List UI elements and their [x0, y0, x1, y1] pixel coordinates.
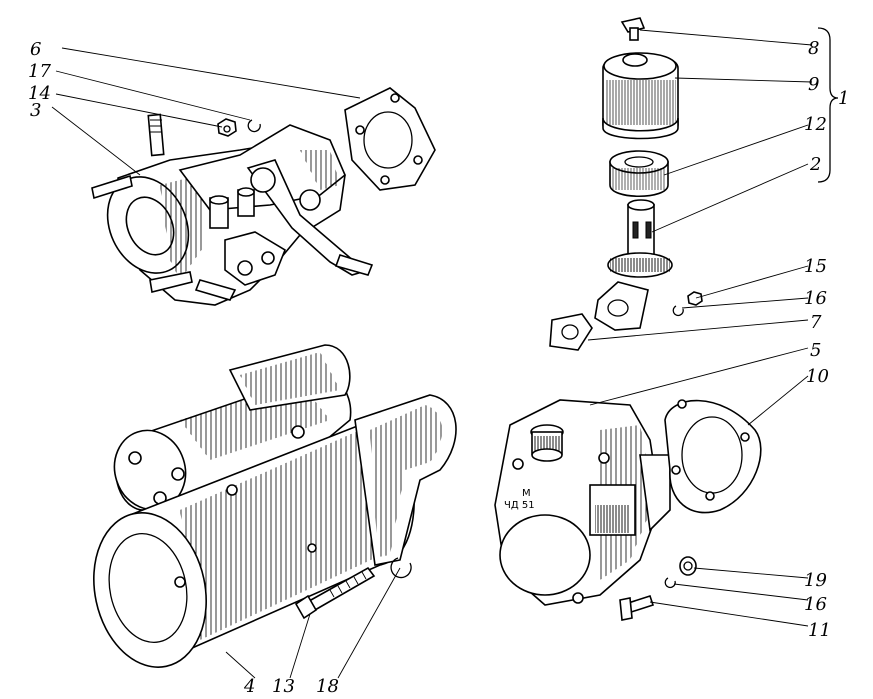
- washer-17: [247, 119, 261, 133]
- label-3: 3: [30, 100, 41, 121]
- fuel-filter-assembly: [549, 17, 839, 351]
- bolt-8: [620, 17, 646, 41]
- label-17: 17: [28, 61, 51, 82]
- label-5: 5: [810, 340, 821, 361]
- starter-motor: [93, 344, 457, 668]
- label-12: 12: [804, 114, 827, 135]
- filter-element-12: [609, 150, 669, 198]
- label-16-bottom: 16: [804, 594, 827, 615]
- label-18: 18: [316, 676, 339, 697]
- screw-11: [619, 594, 655, 621]
- label-2: 2: [809, 154, 821, 175]
- gasket-10: [664, 399, 762, 514]
- label-15: 15: [804, 256, 827, 277]
- carburetor-assembly: [91, 113, 374, 306]
- gasket-6: [344, 87, 436, 191]
- bolt-13: [294, 566, 376, 620]
- label-8: 8: [808, 38, 819, 59]
- label-4: 4: [243, 676, 255, 697]
- label-9: 9: [808, 74, 819, 95]
- label-10: 10: [806, 366, 829, 387]
- label-7: 7: [810, 312, 822, 333]
- washer-19: [679, 556, 697, 576]
- label-6: 6: [30, 39, 41, 60]
- label-16-top: 16: [804, 288, 827, 309]
- nut-15: [687, 291, 703, 306]
- washer-16-bottom: [664, 577, 676, 589]
- part-number-labels: 6 17 14 3 8 9 1 12 2 15 16 7 5 10 19 16 …: [28, 38, 849, 697]
- filter-bowl-9: [602, 52, 679, 140]
- assembly-brace-1: [817, 27, 839, 183]
- label-14: 14: [28, 83, 51, 104]
- label-11: 11: [808, 620, 831, 641]
- housing-marking-line2: ЧД 51: [504, 500, 535, 511]
- label-19: 19: [804, 570, 827, 591]
- label-1: 1: [838, 88, 849, 109]
- housing-marking-line1: М: [522, 488, 531, 499]
- label-13: 13: [272, 676, 295, 697]
- washer-18: [390, 557, 412, 579]
- washer-16-top: [672, 305, 684, 317]
- pump-housing-5: М ЧД 51: [494, 399, 671, 606]
- filter-body-2: [594, 199, 673, 331]
- gasket-7: [549, 313, 593, 351]
- leader-lines: [51, 29, 813, 679]
- nut-14: [217, 118, 237, 137]
